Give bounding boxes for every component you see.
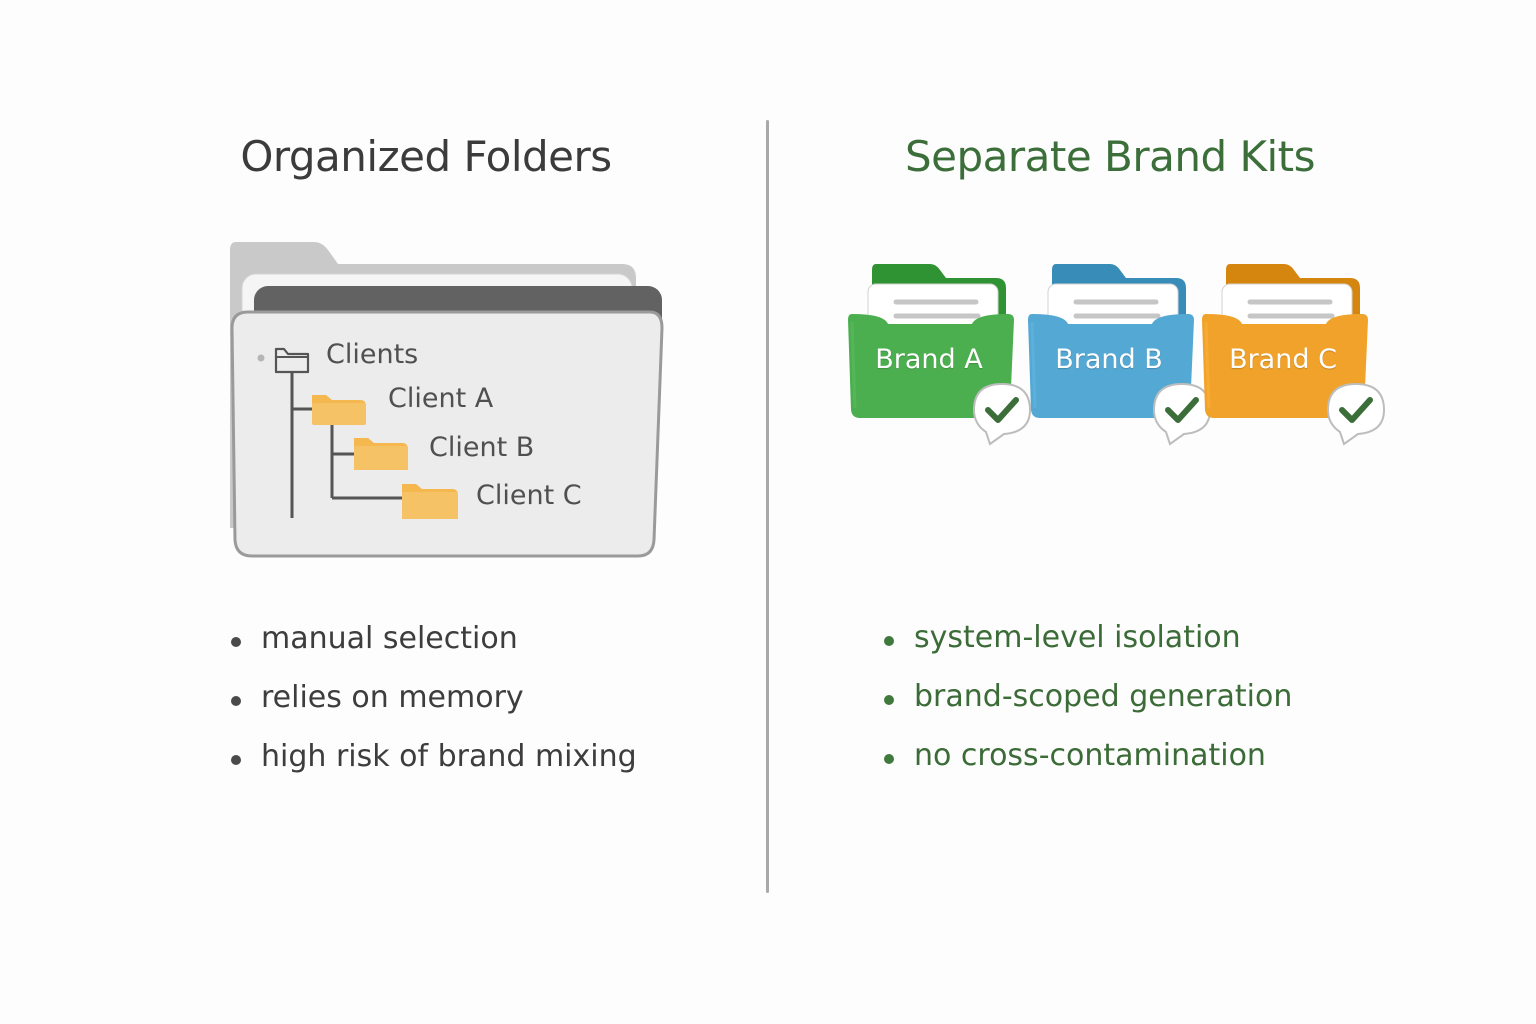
bullet-text: no cross-contamination	[914, 738, 1266, 773]
bullet-text: relies on memory	[261, 680, 524, 715]
folder-outline-icon	[274, 347, 310, 374]
bullet-item: high risk of brand mixing	[231, 738, 637, 797]
tree-item-client-a: Client A	[388, 383, 494, 414]
brand-kit-2[interactable]: Brand B	[1026, 262, 1212, 452]
checkmark-badge-icon	[972, 382, 1032, 446]
brand-kit-label: Brand C	[1229, 344, 1337, 375]
left-title: Organized Folders	[240, 132, 612, 181]
organized-folder-illustration: Clients Client A Client B Client C	[222, 238, 668, 564]
bullet-item: no cross-contamination	[884, 737, 1292, 796]
folder-icon	[1028, 264, 1212, 446]
left-bullet-list: manual selection relies on memory high r…	[231, 620, 637, 797]
large-folder-icon	[230, 242, 664, 558]
bullet-item: system-level isolation	[884, 619, 1292, 678]
bullet-item: relies on memory	[231, 679, 637, 738]
folder-icon	[402, 484, 458, 519]
folder-icon	[848, 264, 1032, 446]
bullet-text: high risk of brand mixing	[261, 739, 637, 774]
brand-kit-label: Brand A	[875, 344, 983, 375]
checkmark-badge-icon	[1152, 382, 1212, 446]
bullet-dot	[884, 754, 894, 764]
right-title: Separate Brand Kits	[904, 132, 1316, 181]
bullet-text: brand-scoped generation	[914, 679, 1293, 714]
bullet-text: system-level isolation	[914, 620, 1241, 655]
brand-kit-label: Brand B	[1055, 344, 1163, 375]
bullet-text: manual selection	[261, 621, 518, 656]
bullet-item: brand-scoped generation	[884, 678, 1292, 737]
vertical-divider	[766, 120, 769, 893]
brand-kit-1[interactable]: Brand A	[846, 262, 1032, 452]
folder-icon	[312, 395, 366, 425]
bullet-item: manual selection	[231, 620, 637, 679]
bullet-dot	[884, 636, 894, 646]
tree-root-label: Clients	[326, 339, 419, 370]
tree-item-client-c: Client C	[476, 480, 582, 511]
checkmark-badge-icon	[1326, 382, 1386, 446]
tree-item-client-b: Client B	[429, 432, 535, 463]
right-bullet-list: system-level isolation brand-scoped gene…	[884, 619, 1292, 796]
bullet-dot	[231, 755, 241, 765]
brand-kit-3[interactable]: Brand C	[1200, 262, 1386, 452]
bullet-dot	[231, 696, 241, 706]
folder-icon	[354, 438, 408, 470]
bullet-dot	[231, 637, 241, 647]
folder-icon	[1202, 264, 1386, 446]
bullet-dot	[884, 695, 894, 705]
